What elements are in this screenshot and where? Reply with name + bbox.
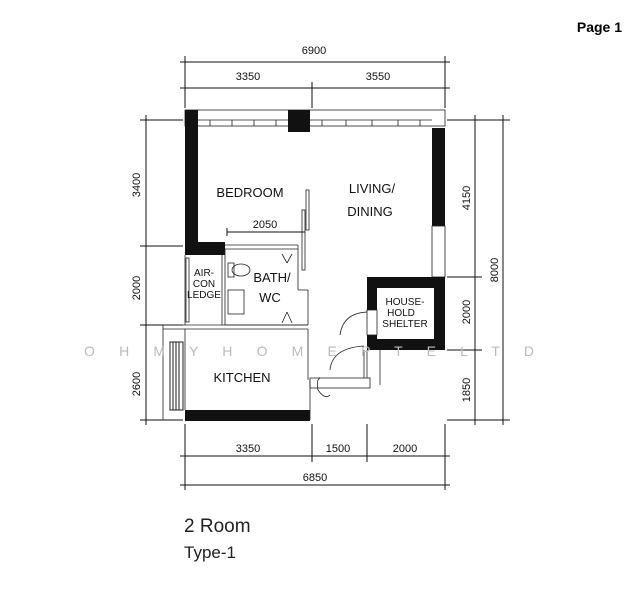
top-dimensions: 6900 3350 3550 bbox=[180, 45, 450, 108]
dim-top-total: 6900 bbox=[302, 45, 326, 57]
label-shelter-3: SHELTER bbox=[382, 319, 427, 330]
dim-bottom-3: 2000 bbox=[393, 443, 417, 455]
watermark: O H M Y H O M E P T E L T D bbox=[84, 343, 534, 359]
dim-top-left: 3350 bbox=[236, 71, 260, 83]
dim-bottom-1: 3350 bbox=[236, 443, 260, 455]
label-bath: BATH/ bbox=[253, 270, 291, 285]
label-aircon-3: LEDGE bbox=[187, 290, 221, 301]
dim-right-1: 4150 bbox=[461, 186, 473, 210]
dim-left-3: 2600 bbox=[131, 372, 143, 396]
unit-type-title: 2 Room bbox=[184, 516, 251, 537]
dim-right-total: 8000 bbox=[489, 258, 501, 282]
label-dining: DINING bbox=[347, 204, 393, 219]
label-living: LIVING/ bbox=[349, 181, 396, 196]
label-bedroom: BEDROOM bbox=[216, 185, 283, 200]
dim-bottom-total: 6850 bbox=[303, 472, 327, 484]
left-dimensions: 3400 2000 2600 bbox=[131, 115, 183, 425]
label-shelter-2: HOLD bbox=[387, 308, 415, 319]
label-wc: WC bbox=[259, 290, 281, 305]
walls bbox=[162, 109, 446, 421]
unit-variant-title: Type-1 bbox=[184, 543, 236, 562]
bottom-dimensions: 3350 1500 2000 6850 bbox=[180, 424, 450, 490]
page-label: Page 1 bbox=[576, 19, 622, 35]
label-shelter-1: HOUSE- bbox=[386, 297, 425, 308]
label-aircon-1: AIR- bbox=[194, 268, 214, 279]
dim-top-right: 3550 bbox=[366, 71, 390, 83]
right-dimensions: 4150 2000 1850 8000 bbox=[447, 115, 510, 425]
dim-left-2: 2000 bbox=[131, 276, 143, 300]
dim-left-1: 3400 bbox=[131, 173, 143, 197]
label-kitchen: KITCHEN bbox=[213, 370, 270, 385]
dim-bottom-2: 1500 bbox=[326, 443, 350, 455]
dim-right-2: 2000 bbox=[461, 300, 473, 324]
label-aircon-2: CON bbox=[193, 279, 215, 290]
dim-right-3: 1850 bbox=[461, 378, 473, 402]
dim-bedroom-inner: 2050 bbox=[253, 219, 277, 231]
room-labels: 2050 BEDROOM LIVING/ DINING BATH/ WC AIR… bbox=[187, 181, 428, 385]
